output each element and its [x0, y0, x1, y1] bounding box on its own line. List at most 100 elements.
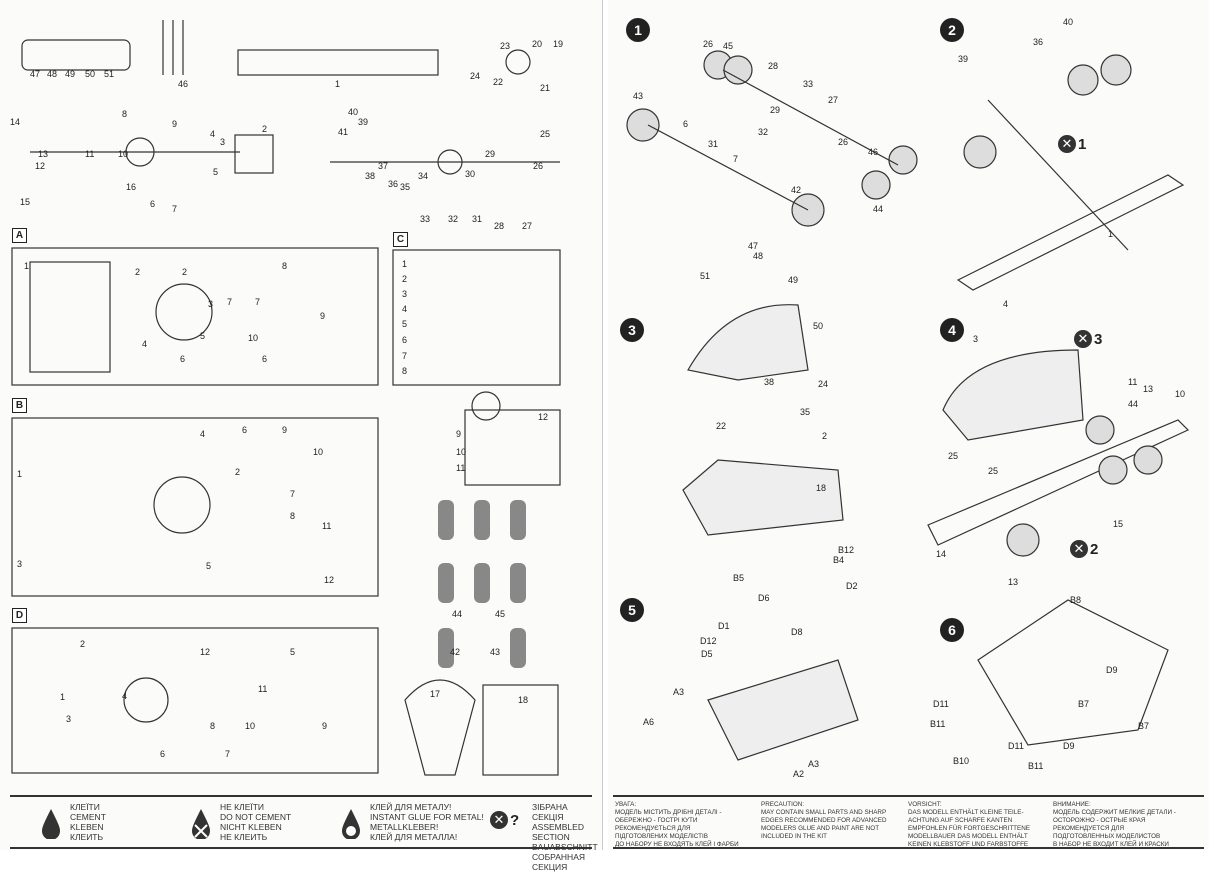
part-number-label: 7: [402, 351, 408, 361]
part-number-label: 3: [402, 289, 408, 299]
warning-ru: ВНИМАНИЕ:МОДЕЛЬ СОДЕРЖИТ МЕЛКИЕ ДЕТАЛИ -…: [1053, 801, 1176, 848]
part-number-label: 49: [65, 69, 76, 79]
part-number-label: 35: [400, 182, 411, 192]
step-1-badge: 1: [626, 18, 650, 42]
part-number-label: 35: [800, 407, 811, 417]
part-number-label: 10: [248, 333, 259, 343]
part-number-label: 2: [822, 431, 828, 441]
part-number-label: 30: [465, 169, 476, 179]
part-number-label: 20: [532, 39, 543, 49]
part-number-label: B4: [833, 555, 845, 565]
part-number-label: 6: [180, 354, 186, 364]
assembled-section-ref-2: ✕2: [1070, 540, 1098, 558]
part-number-label: 8: [290, 511, 296, 521]
part-number-label: 11: [322, 521, 332, 531]
warning-band: УВАГА:МОДЕЛЬ МІСТИТЬ ДРІБНІ ДЕТАЛІ -ОБЕР…: [613, 795, 1204, 849]
part-number-label: 15: [1113, 519, 1124, 529]
part-number-label: 24: [470, 71, 481, 81]
no-cement-icon: [192, 809, 210, 839]
part-number-label: 3: [220, 137, 226, 147]
part-number-label: 4: [142, 339, 148, 349]
part-number-label: 51: [104, 69, 115, 79]
part-number-label: 32: [448, 214, 459, 224]
sprue-c-label: C: [393, 232, 408, 247]
part-number-label: 43: [633, 91, 644, 101]
part-number-label: 4: [122, 691, 128, 701]
part-number-label: 7: [255, 297, 261, 307]
part-number-label: 25: [988, 466, 999, 476]
part-number-label: 5: [290, 647, 296, 657]
part-number-label: 34: [418, 171, 429, 181]
part-number-label: B7: [1078, 699, 1090, 709]
part-number-label: A3: [673, 687, 685, 697]
part-number-label: 17: [430, 689, 441, 699]
part-number-label: 25: [540, 129, 551, 139]
part-number-label: 5: [213, 167, 219, 177]
part-number-label: 12: [538, 412, 549, 422]
part-number-label: 36: [388, 179, 399, 189]
part-number-label: 6: [262, 354, 268, 364]
part-number-label: 44: [873, 204, 884, 214]
part-number-label: 26: [533, 161, 544, 171]
part-number-label: D12: [700, 636, 717, 646]
part-number-label: 13: [1008, 577, 1019, 587]
part-number-label: B11: [930, 719, 946, 729]
part-number-label: B10: [953, 756, 970, 766]
part-number-label: 29: [770, 105, 781, 115]
part-number-label: 37: [378, 161, 389, 171]
part-number-label: 36: [1033, 37, 1044, 47]
part-number-label: 13: [38, 149, 49, 159]
part-number-label: 40: [348, 107, 359, 117]
part-number-label: 40: [1063, 17, 1074, 27]
parts-map-drawing: [11, 20, 561, 776]
part-number-label: 1: [402, 259, 408, 269]
part-number-label: 16: [126, 182, 137, 192]
part-number-label: 1: [17, 469, 23, 479]
part-number-label: 12: [200, 647, 211, 657]
part-number-label: 28: [494, 221, 505, 231]
part-number-label: 10: [456, 447, 467, 457]
part-number-label: 33: [420, 214, 431, 224]
part-number-label: D6: [758, 593, 770, 603]
cement-drop-icon: [42, 809, 60, 839]
part-number-label: 28: [768, 61, 779, 71]
part-number-label: 3: [208, 299, 214, 309]
part-number-label: 19: [553, 39, 564, 49]
part-number-label: 39: [358, 117, 369, 127]
part-number-label: 44: [1128, 399, 1139, 409]
part-number-label: 3: [66, 714, 72, 724]
part-number-label: D11: [933, 699, 949, 709]
part-number-label: 9: [172, 119, 178, 129]
part-number-label: 23: [500, 41, 511, 51]
part-number-label: 41: [338, 127, 349, 137]
part-number-label: 46: [868, 147, 879, 157]
part-number-label: 42: [791, 185, 802, 195]
part-number-label: 11: [1128, 377, 1138, 387]
part-number-label: 2: [80, 639, 86, 649]
part-number-label: B7: [1138, 721, 1150, 731]
part-number-label: 6: [160, 749, 166, 759]
part-number-label: 7: [225, 749, 231, 759]
part-number-label: 6: [242, 425, 248, 435]
part-number-label: 22: [716, 421, 727, 431]
part-number-label: 38: [764, 377, 775, 387]
part-number-label: D2: [846, 581, 858, 591]
part-number-label: B12: [838, 545, 855, 555]
part-number-label: 9: [282, 425, 288, 435]
part-number-label: 11: [85, 149, 95, 159]
part-number-label: 29: [485, 149, 496, 159]
part-number-label: 2: [402, 274, 408, 284]
part-number-label: 5: [206, 561, 212, 571]
part-number-label: 43: [490, 647, 501, 657]
metal-glue-icon: [342, 809, 360, 839]
step-2-badge: 2: [940, 18, 964, 42]
part-number-label: A6: [643, 717, 655, 727]
part-number-label: 8: [402, 366, 408, 376]
sprue-a-label: A: [12, 228, 27, 243]
part-number-label: 45: [495, 609, 506, 619]
part-number-label: 7: [172, 204, 178, 214]
